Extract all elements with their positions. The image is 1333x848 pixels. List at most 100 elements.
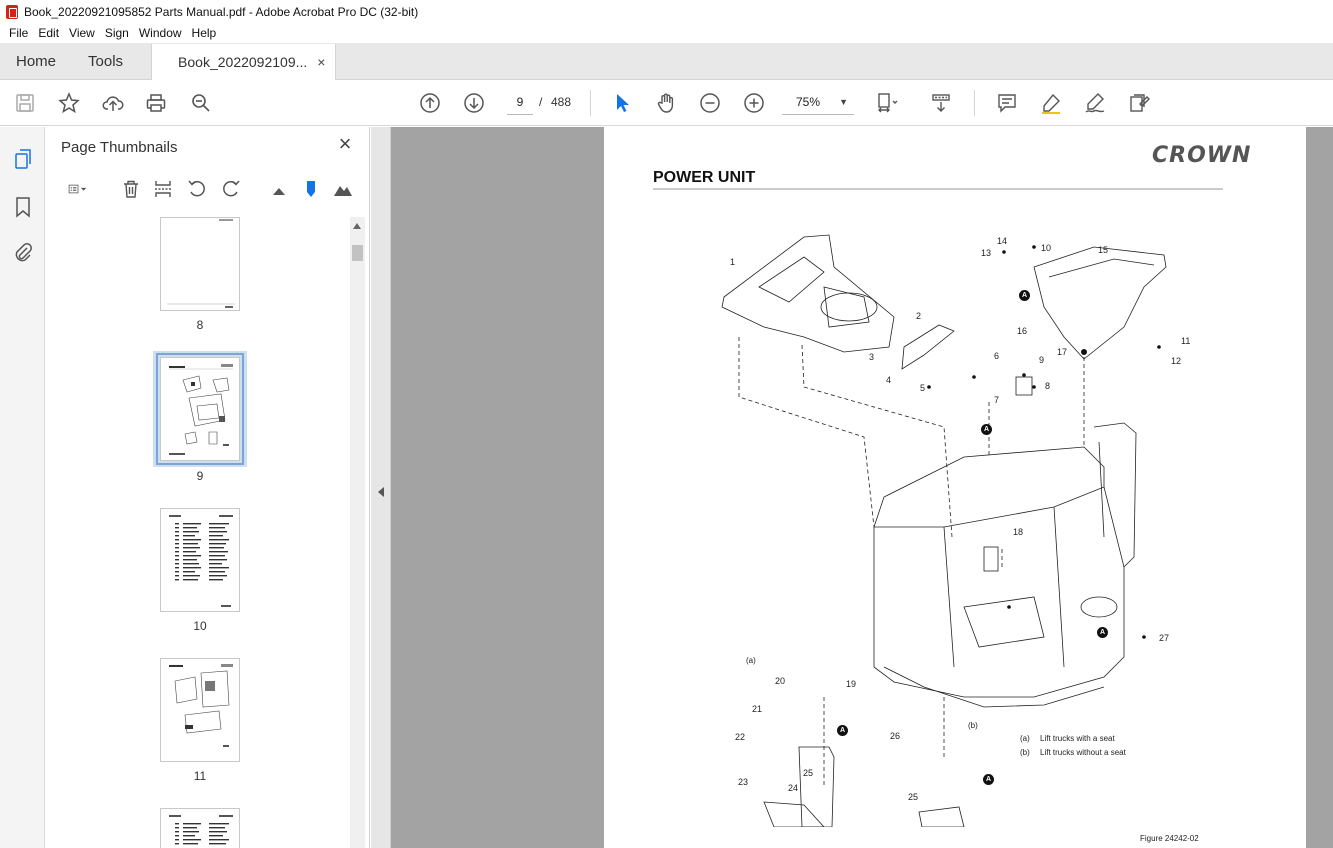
sign-icon[interactable] — [1082, 90, 1108, 116]
menu-sign[interactable]: Sign — [104, 26, 129, 40]
save-icon[interactable] — [12, 90, 38, 116]
callout-23: 23 — [738, 777, 749, 787]
zoom-search-icon[interactable] — [188, 90, 214, 116]
scrollbar-thumb[interactable] — [352, 245, 363, 261]
page-separator: / — [539, 95, 543, 109]
toolbar-divider — [590, 90, 591, 116]
callout-7: 7 — [994, 395, 1000, 405]
pdf-page: CROWN POWER UNIT — [604, 127, 1306, 848]
page-number-input[interactable]: 9 — [507, 91, 533, 115]
reference-marker-a: A — [837, 725, 848, 736]
arrow-up-icon[interactable] — [417, 90, 443, 116]
callout-25: 25 — [803, 768, 814, 778]
thumbnail-label: 11 — [193, 769, 207, 783]
cloud-upload-icon[interactable] — [100, 90, 126, 116]
thumbnail-page-11[interactable] — [160, 658, 240, 762]
heading-rule — [653, 188, 1223, 190]
acrobat-app-icon — [6, 4, 18, 19]
legend-text: Lift trucks with a seat — [1040, 734, 1115, 743]
zoom-level-select[interactable]: 75% ▼ — [782, 91, 854, 115]
legend-key: (a) — [1020, 734, 1030, 743]
legend-a: (a) Lift trucks with a seat — [1020, 734, 1115, 743]
exploded-parts-diagram — [721, 234, 1167, 827]
thumbnail-size-large-icon[interactable] — [331, 177, 355, 201]
thumbnail-list: 8 9 — [45, 217, 350, 848]
callout-15: 15 — [1098, 245, 1109, 255]
thumbnail-size-small-icon[interactable] — [267, 177, 291, 201]
callout-9: 9 — [1039, 355, 1045, 365]
zoom-in-icon[interactable] — [741, 90, 767, 116]
scroll-mode-icon[interactable] — [928, 90, 954, 116]
figure-number: Figure 24242-02 — [1140, 834, 1199, 843]
page-heading: POWER UNIT — [653, 169, 756, 186]
fit-page-icon[interactable] — [874, 90, 900, 116]
thumbnail-label: 8 — [196, 318, 204, 332]
thumbnail-label: 9 — [196, 469, 204, 483]
chevron-down-icon: ▼ — [839, 97, 848, 107]
callout-2: 2 — [916, 311, 922, 321]
print-icon[interactable] — [143, 90, 169, 116]
reference-marker-a: A — [981, 424, 992, 435]
menu-window[interactable]: Window — [138, 26, 182, 40]
rotate-left-icon[interactable] — [185, 177, 209, 201]
scroll-up-icon[interactable] — [353, 223, 361, 229]
rotate-right-icon[interactable] — [219, 177, 243, 201]
callout-13: 13 — [981, 248, 992, 258]
menu-file[interactable]: File — [9, 26, 29, 40]
menu-view[interactable]: View — [69, 26, 95, 40]
panel-collapse-handle[interactable] — [371, 127, 391, 848]
callout-12: 12 — [1171, 356, 1182, 366]
callout-8: 8 — [1045, 381, 1051, 391]
callout-26: 26 — [890, 731, 901, 741]
page-thumbnails-panel: Page Thumbnails × 8 — [45, 127, 370, 848]
thumbnail-page-8[interactable] — [160, 217, 240, 311]
attachment-icon[interactable] — [11, 240, 35, 264]
cursor-icon[interactable] — [609, 90, 635, 116]
extract-pages-icon[interactable] — [151, 177, 175, 201]
legend-text: Lift trucks without a seat — [1040, 748, 1126, 757]
callout-16: 16 — [1017, 326, 1028, 336]
callout-4: 4 — [886, 375, 892, 385]
zoom-out-icon[interactable] — [697, 90, 723, 116]
reference-marker-a: A — [1097, 627, 1108, 638]
arrow-down-icon[interactable] — [461, 90, 487, 116]
callout-17: 17 — [1057, 347, 1068, 357]
callout-10: 10 — [1041, 243, 1052, 253]
more-tools-icon[interactable] — [1126, 90, 1152, 116]
highlight-icon[interactable] — [1038, 90, 1064, 116]
comment-icon[interactable] — [994, 90, 1020, 116]
reference-marker-a: A — [1019, 290, 1030, 301]
callout-b: (b) — [968, 721, 978, 730]
menu-edit[interactable]: Edit — [38, 26, 60, 40]
menu-help[interactable]: Help — [191, 26, 217, 40]
hand-icon[interactable] — [653, 90, 679, 116]
thumbnail-scrollbar[interactable] — [350, 217, 365, 848]
delete-icon[interactable] — [119, 177, 143, 201]
toolbar-divider — [974, 90, 975, 116]
tab-close-icon[interactable]: × — [317, 54, 326, 70]
page-thumbnails-icon[interactable] — [11, 147, 35, 171]
tab-home[interactable]: Home — [16, 52, 57, 70]
callout-19: 19 — [846, 679, 857, 689]
reference-marker-a: A — [983, 774, 994, 785]
main-toolbar: 9 / 488 75% ▼ — [0, 80, 1333, 126]
callout-1: 1 — [730, 257, 736, 267]
close-icon[interactable]: × — [338, 131, 352, 156]
thumbnail-page-12[interactable] — [160, 808, 240, 848]
callout-22: 22 — [735, 732, 746, 742]
window-title: Book_20220921095852 Parts Manual.pdf - A… — [24, 4, 419, 19]
bookmark-icon[interactable] — [11, 195, 35, 219]
thumbnail-label: 10 — [193, 619, 207, 633]
tab-tools[interactable]: Tools — [88, 52, 124, 70]
callout-11: 11 — [1181, 336, 1191, 346]
tab-document[interactable]: Book_2022092109... × — [151, 44, 337, 80]
thumbnail-page-10[interactable] — [160, 508, 240, 612]
options-menu-icon[interactable] — [59, 177, 97, 201]
thumbnail-size-slider-icon[interactable] — [299, 177, 323, 201]
thumbnail-page-9[interactable] — [156, 353, 244, 465]
legend-b: (b)Lift trucks without a seat — [1020, 748, 1126, 757]
callout-14: 14 — [997, 236, 1008, 246]
callout-3: 3 — [869, 352, 875, 362]
star-icon[interactable] — [56, 90, 82, 116]
callout-5: 5 — [920, 383, 926, 393]
